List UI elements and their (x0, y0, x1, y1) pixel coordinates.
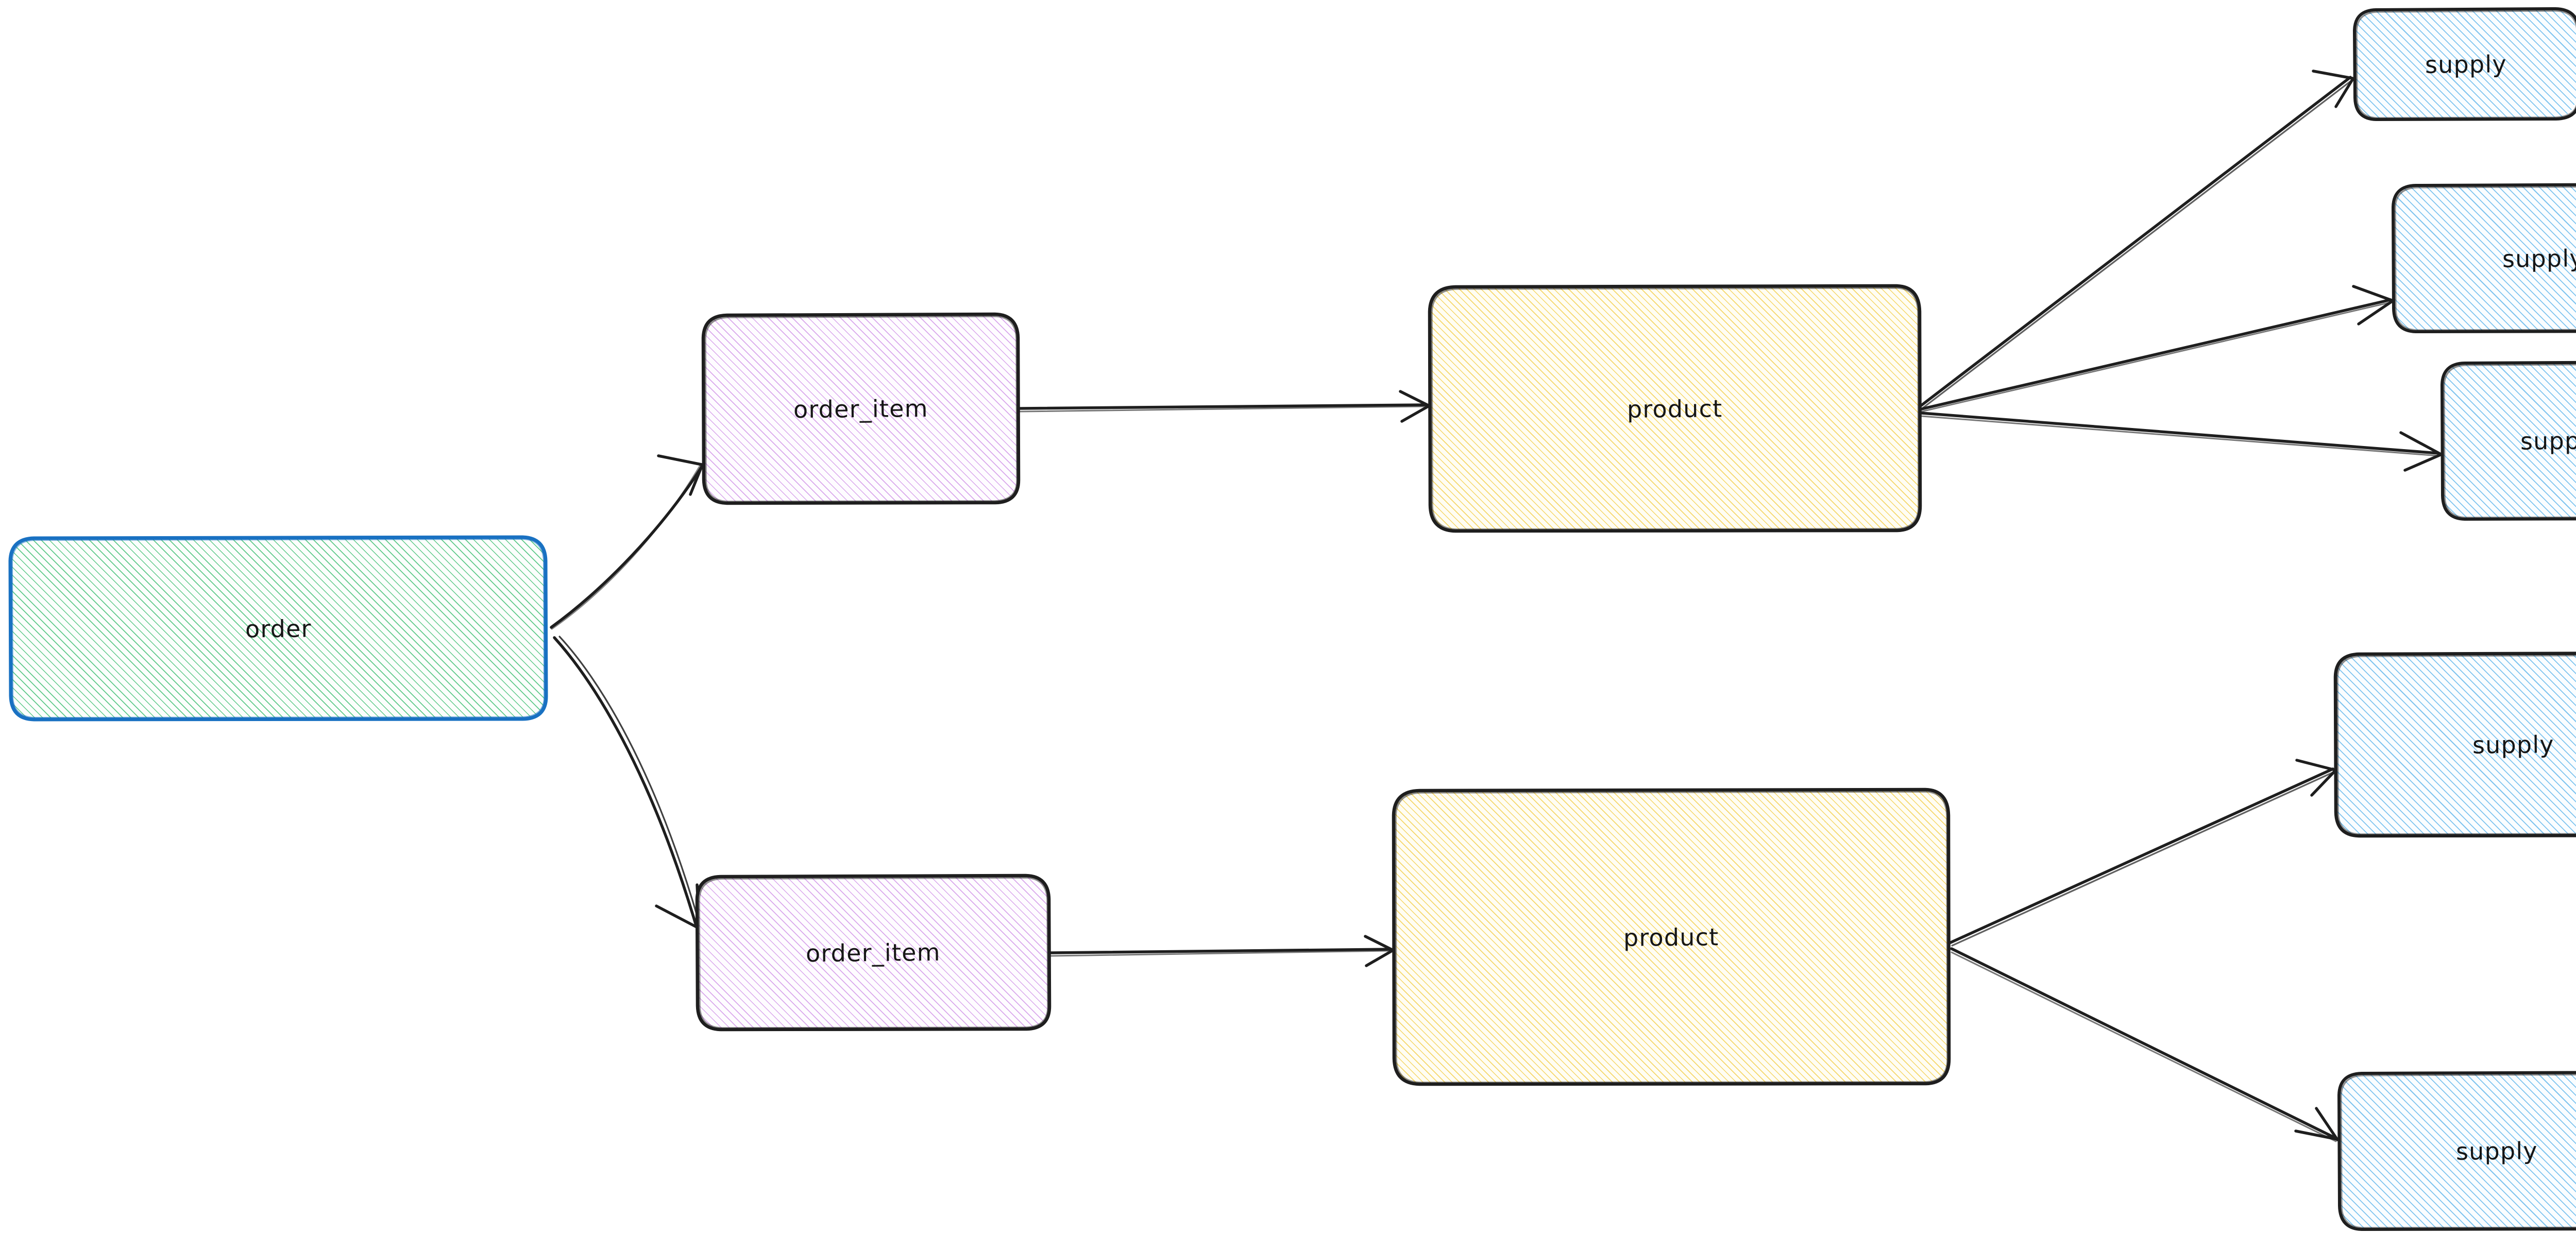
edge-product-1-to-supply-1 (1919, 70, 2354, 409)
node-label: order (245, 614, 312, 643)
node-label: order_item (805, 938, 941, 968)
node-fill (698, 877, 1048, 1029)
node-fill (1395, 791, 1948, 1084)
edge-order-to-order-item-2 (553, 636, 702, 930)
node-fill (1431, 287, 1919, 530)
node-supply-2[interactable]: supply (2391, 183, 2576, 334)
edge-order-item-2-to-product-2 (1049, 935, 1394, 967)
node-label: supply (2472, 730, 2554, 759)
edge-product-2-to-supply-4 (1949, 759, 2337, 947)
node-fill (2336, 654, 2576, 835)
node-fill (2340, 1073, 2576, 1229)
node-label: supply (2520, 426, 2576, 455)
node-outline (701, 312, 1021, 505)
node-order-item-2[interactable]: order_item (695, 874, 1052, 1032)
edge-product-1-to-supply-2 (1920, 285, 2394, 413)
node-product-2[interactable]: product (1392, 787, 1951, 1086)
node-product-1[interactable]: product (1428, 284, 1922, 533)
node-label: supply (2502, 244, 2576, 273)
edge-product-1-to-supply-3 (1920, 412, 2442, 472)
edge-order-to-order-item-1 (550, 454, 704, 630)
node-outline (1392, 787, 1951, 1086)
node-fill (2394, 185, 2576, 331)
node-outline (8, 535, 548, 722)
node-supply-1[interactable]: supply (2352, 7, 2576, 122)
node-order-item-1[interactable]: order_item (701, 312, 1021, 505)
node-label: supply (2455, 1137, 2538, 1166)
edge-product-2-to-supply-5 (1950, 947, 2339, 1142)
node-outline (2333, 652, 2576, 838)
node-outline (2337, 1071, 2576, 1231)
node-label: supply (2425, 50, 2507, 79)
node-outline (2440, 361, 2576, 521)
node-supply-5[interactable]: supply (2337, 1071, 2576, 1231)
node-label: order_item (793, 394, 929, 424)
node-fill (704, 315, 1018, 503)
node-label: product (1627, 394, 1723, 423)
node-supply-3[interactable]: supply (2440, 361, 2576, 521)
node-fill (2443, 363, 2576, 519)
node-outline (2391, 183, 2576, 334)
node-fill (11, 538, 545, 719)
node-outline (1428, 284, 1922, 533)
node-order[interactable]: order (8, 535, 548, 722)
node-fill (2355, 10, 2576, 119)
node-supply-4[interactable]: supply (2333, 652, 2576, 838)
node-label: product (1623, 922, 1719, 952)
edge-order-item-1-to-product-1 (1019, 390, 1430, 423)
